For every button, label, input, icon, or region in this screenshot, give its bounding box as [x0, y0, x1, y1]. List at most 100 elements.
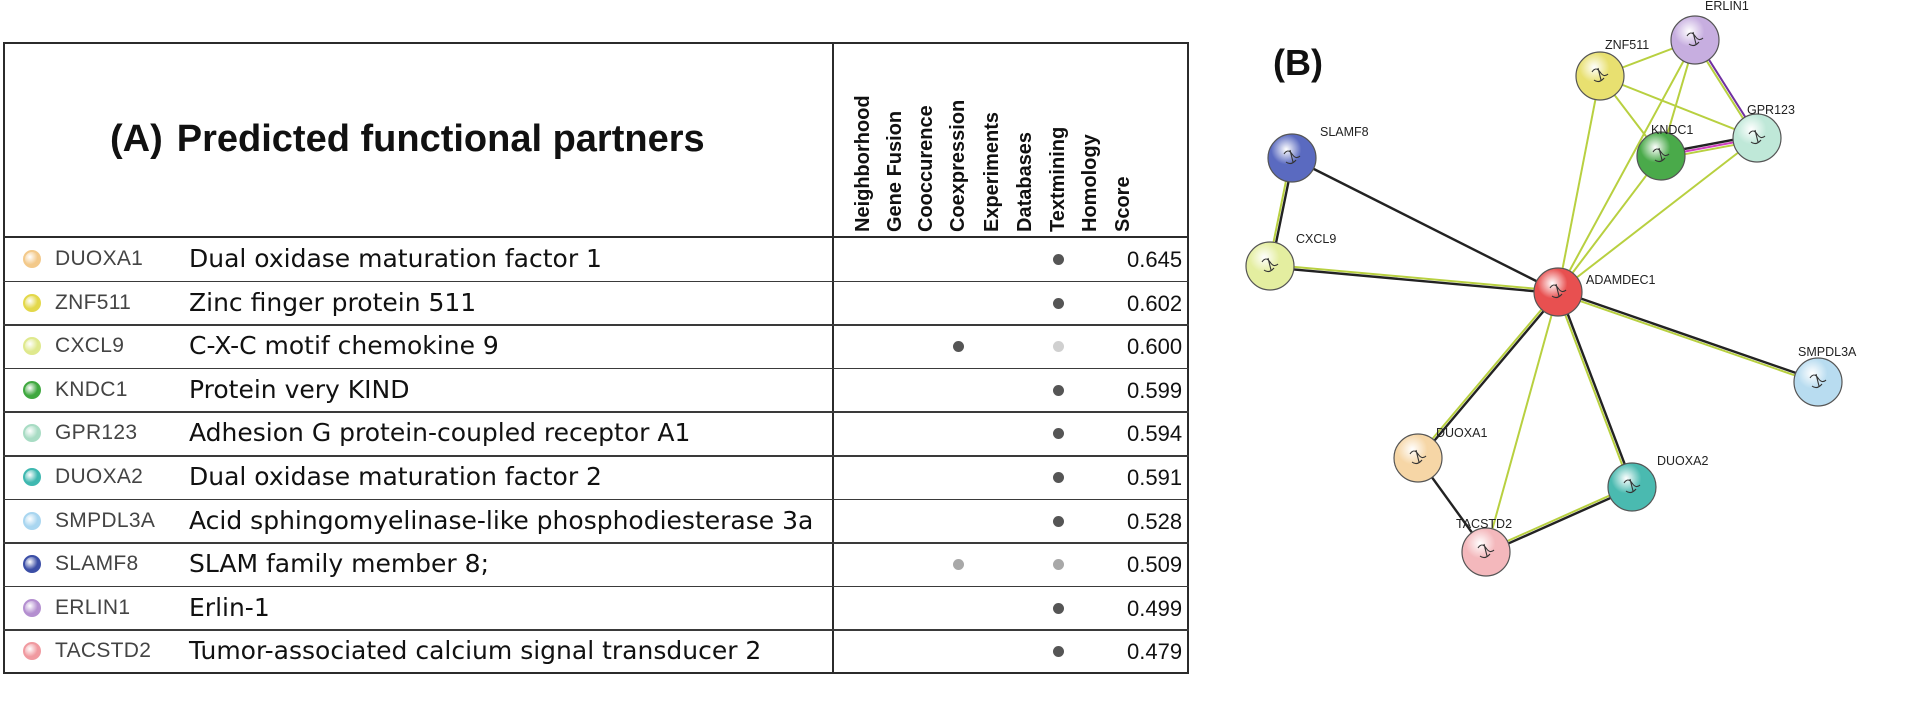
node-label: ADAMDEC1 [1586, 273, 1656, 287]
protein-node-icon [23, 555, 41, 574]
combined-score: 0.594 [1127, 421, 1183, 447]
protein-structure-icon [1623, 478, 1641, 494]
combined-score: 0.591 [1127, 465, 1183, 490]
column-header-label: Coexpression [947, 99, 969, 232]
protein-structure-icon [1261, 257, 1279, 273]
column-header-neighborhood: Neighborhood [851, 60, 875, 232]
edge-adamdec1-kndc1[interactable] [1557, 155, 1662, 293]
edge-adamdec1-cxcl9[interactable] [1269, 266, 1558, 295]
edge-adamdec1-gpr123[interactable] [1557, 137, 1758, 293]
gene-name[interactable]: DUOXA1 [55, 247, 144, 270]
node-kndc1[interactable]: KNDC1 [1636, 123, 1693, 181]
row-divider [3, 411, 1189, 413]
node-label: SLAMF8 [1320, 125, 1369, 139]
gene-name[interactable]: ERLIN1 [55, 595, 131, 619]
row-divider [3, 542, 1189, 544]
column-header-label: Databases [1014, 131, 1036, 232]
column-divider [832, 42, 834, 674]
node-label: DUOXA2 [1657, 454, 1708, 468]
protein-node-icon [23, 642, 41, 661]
table-row[interactable]: SLAMF8 SLAM family member 8; 0.509 [3, 543, 1189, 587]
edge-adamdec1-duoxa1[interactable] [1416, 290, 1558, 458]
evidence-dot-coexpression [952, 559, 964, 571]
table-row[interactable]: DUOXA2 Dual oxidase maturation factor 2 0.… [3, 456, 1189, 500]
combined-score: 0.499 [1127, 595, 1183, 621]
row-divider [3, 280, 1189, 283]
node-erlin1[interactable]: ERLIN1 [1670, 0, 1749, 65]
table-row[interactable]: TACSTD2 Tumor-associated calcium signal t… [3, 630, 1189, 674]
edge-adamdec1-smpdl3a[interactable] [1558, 289, 1819, 382]
edge-znf511-gpr123[interactable] [1599, 75, 1758, 139]
node-adamdec1[interactable]: ADAMDEC1 [1533, 267, 1656, 317]
protein-description: Dual oxidase maturation factor 2 [189, 462, 602, 491]
gene-name[interactable]: KNDC1 [55, 377, 128, 401]
column-header-label: Textmining [1047, 126, 1069, 232]
row-divider [3, 629, 1189, 631]
node-label: DUOXA1 [1436, 426, 1487, 440]
edge-adamdec1-duoxa1[interactable] [1418, 292, 1560, 460]
protein-description: Erlin-1 [189, 592, 270, 622]
gene-name[interactable]: CXCL9 [55, 334, 125, 358]
edge-duoxa2-tacstd2[interactable] [1486, 487, 1634, 555]
node-gpr123[interactable]: GPR123 [1732, 103, 1795, 163]
node-smpdl3a[interactable]: SMPDL3A [1793, 345, 1857, 407]
edge-adamdec1-duoxa2[interactable] [1558, 291, 1635, 487]
column-header-gene-fusion: Gene Fusion [883, 60, 907, 232]
edge-adamdec1-smpdl3a[interactable] [1557, 292, 1818, 385]
node-duoxa1[interactable]: DUOXA1 [1393, 426, 1487, 483]
protein-node-icon [23, 511, 41, 530]
combined-score: 0.602 [1127, 290, 1183, 316]
gene-name[interactable]: SLAMF8 [55, 552, 139, 576]
node-duoxa2[interactable]: DUOXA2 [1607, 454, 1708, 512]
evidence-dot-coexpression [952, 341, 964, 353]
combined-score: 0.509 [1127, 552, 1183, 578]
protein-description: SLAM family member 8; [189, 549, 489, 579]
protein-description: Tumor-associated calcium signal transduc… [189, 636, 762, 666]
row-divider [3, 585, 1189, 588]
protein-node-icon [23, 380, 41, 399]
row-divider [3, 455, 1189, 457]
protein-node-icon [23, 250, 41, 268]
edge-adamdec1-tacstd2[interactable] [1485, 291, 1559, 553]
edge-adamdec1-duoxa2[interactable] [1555, 292, 1632, 488]
protein-description: Protein very KIND [189, 374, 410, 404]
evidence-dot-textmining [1052, 297, 1064, 309]
gene-name[interactable]: SMPDL3A [55, 508, 156, 532]
protein-structure-icon [1477, 543, 1495, 559]
gene-name[interactable]: TACSTD2 [55, 639, 152, 663]
protein-node-icon [23, 468, 41, 486]
evidence-dot-textmining [1052, 341, 1064, 353]
table-row[interactable]: SMPDL3A Acid sphingomyelinase-like phosph… [3, 500, 1189, 544]
node-label: KNDC1 [1651, 123, 1693, 137]
header-divider [3, 236, 1189, 238]
node-tacstd2[interactable]: TACSTD2 [1456, 517, 1512, 577]
edge-adamdec1-znf511[interactable] [1557, 75, 1601, 293]
edge-adamdec1-cxcl9[interactable] [1270, 263, 1559, 292]
node-znf511[interactable]: ZNF511 [1575, 38, 1649, 101]
table-row[interactable]: ERLIN1 Erlin-1 0.499 [3, 587, 1189, 631]
gene-name[interactable]: ZNF511 [55, 290, 132, 314]
protein-description: Acid sphingomyelinase-like phosphodieste… [189, 505, 814, 535]
column-header-label: Gene Fusion [884, 110, 906, 232]
node-label: ERLIN1 [1705, 0, 1749, 13]
evidence-dot-textmining [1052, 646, 1064, 658]
combined-score: 0.479 [1127, 639, 1183, 665]
table-title: (A)Predicted functional partners [110, 118, 705, 161]
node-label: GPR123 [1747, 103, 1795, 117]
node-label: ZNF511 [1605, 38, 1649, 52]
evidence-dot-textmining [1052, 254, 1064, 265]
gene-name[interactable]: DUOXA2 [55, 465, 144, 488]
edge-duoxa2-tacstd2[interactable] [1485, 484, 1632, 552]
edge-adamdec1-slamf8[interactable] [1291, 156, 1559, 294]
edge-adamdec1-erlin1[interactable] [1557, 39, 1696, 293]
protein-node-icon [23, 598, 41, 617]
node-cxcl9[interactable]: CXCL9 [1245, 232, 1336, 291]
gene-name[interactable]: GPR123 [55, 421, 138, 445]
evidence-dot-textmining [1052, 515, 1064, 527]
node-slamf8[interactable]: SLAMF8 [1267, 125, 1369, 183]
